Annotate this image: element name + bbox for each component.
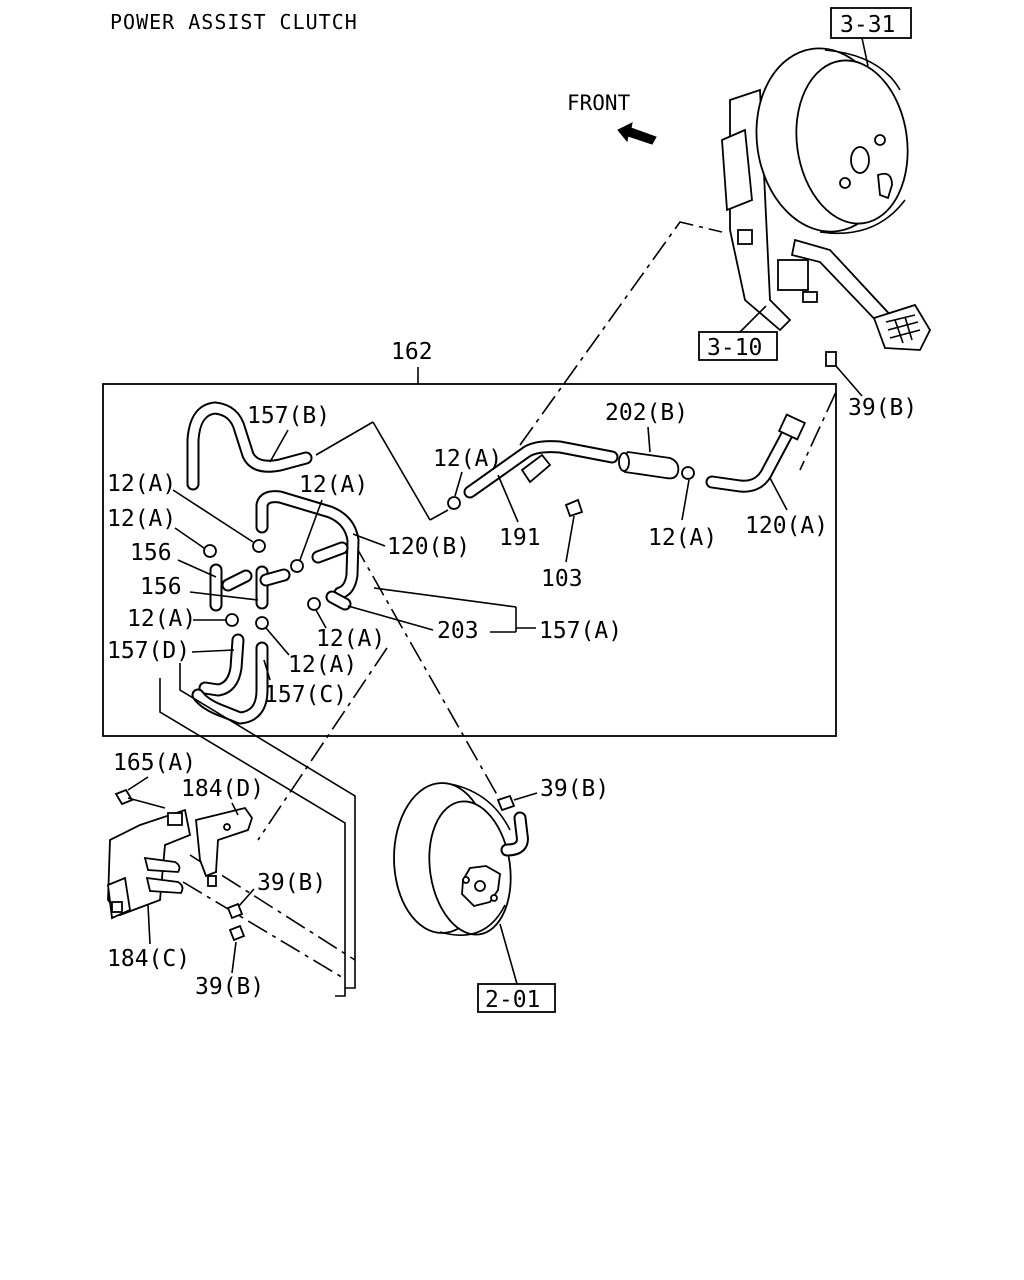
label-202b: 202(B) [605,400,688,426]
label-120b: 120(B) [387,534,470,560]
reservoir-bracket-assembly [107,788,253,942]
connector-184d [257,647,388,841]
label-12a-left3: 12(A) [127,606,196,632]
group-162-frame [102,383,837,737]
label-184d: 184(D) [181,776,264,802]
label-39b-low1: 39(B) [257,870,326,896]
front-label: FRONT [567,91,631,115]
connector-39b-top [799,391,837,471]
ref-3-31-text: 3-31 [840,12,895,38]
label-12a-right: 12(A) [648,525,717,551]
ref-box-2-01[interactable] [477,983,556,1013]
pedal-master-cylinder-assembly [721,47,932,351]
label-157d: 157(D) [107,638,190,664]
hose-assembly [186,401,807,725]
connector-booster [353,542,501,801]
label-12a-left2: 12(A) [107,506,176,532]
label-184c: 184(C) [107,946,190,972]
label-103: 103 [541,566,583,592]
label-39b-low2: 39(B) [195,974,264,1000]
label-12a-low2: 12(A) [288,652,357,678]
label-191: 191 [499,525,541,551]
label-165a: 165(A) [113,750,196,776]
label-156-1: 156 [130,540,172,566]
label-162: 162 [391,339,433,365]
label-157a: 157(A) [539,618,622,644]
label-12a-top: 12(A) [433,446,502,472]
ref-box-3-10[interactable] [698,331,778,361]
ref-2-01-text: 2-01 [485,987,540,1013]
label-12a-left1: 12(A) [107,471,176,497]
label-12a-mid1: 12(A) [299,472,368,498]
label-39b-mid: 39(B) [540,776,609,802]
ref-box-3-31[interactable] [830,7,912,39]
diagram-title: POWER ASSIST CLUTCH [110,10,358,34]
label-39b-top: 39(B) [848,395,917,421]
label-157b: 157(B) [247,403,330,429]
label-120a: 120(A) [745,513,828,539]
connector-pedal [519,221,723,446]
label-156-2: 156 [140,574,182,600]
label-157c: 157(C) [264,682,347,708]
clutch-booster-assembly [393,782,529,936]
ref-3-10-text: 3-10 [707,335,762,361]
label-12a-low1: 12(A) [316,626,385,652]
front-arrow-icon [617,122,657,145]
clip-39b-top-icon [825,351,837,367]
label-203: 203 [437,618,479,644]
